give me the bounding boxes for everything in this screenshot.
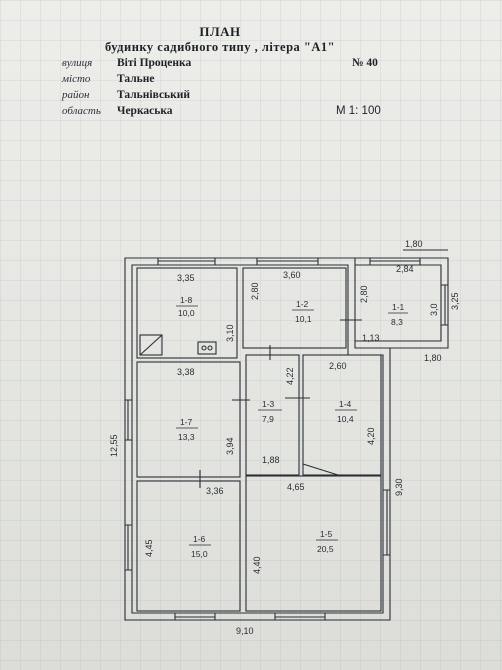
dim-2-80-a: 2,80 <box>250 282 260 300</box>
room-area: 7,9 <box>262 414 274 424</box>
dim-12-55: 12,55 <box>109 434 119 457</box>
city-value: Тальне <box>117 73 155 85</box>
dim-4-22: 4,22 <box>285 367 295 385</box>
region-label: область <box>62 105 101 117</box>
room-label-1-2: 1-2 10,1 <box>292 299 314 324</box>
partition-diagonal <box>302 463 339 476</box>
stove <box>139 334 163 356</box>
sink-drain <box>207 345 213 351</box>
dim-2-84: 2,84 <box>396 264 414 274</box>
dim-2-60: 2,60 <box>329 361 347 371</box>
room-number: 1-3 <box>262 399 275 409</box>
sink <box>197 341 217 355</box>
room-label-1-6: 1-6 15,0 <box>189 534 211 559</box>
dim-3-25: 3,25 <box>450 292 460 310</box>
street-label: вулиця <box>62 57 93 69</box>
room-area: 15,0 <box>191 549 208 559</box>
dim-4-65: 4,65 <box>287 482 305 492</box>
outer-wall-inner <box>131 264 384 614</box>
room-number: 1-7 <box>180 417 193 427</box>
window <box>125 524 132 571</box>
dim-3-10: 3,10 <box>225 324 235 342</box>
window <box>383 489 390 556</box>
room-area: 13,3 <box>178 432 195 442</box>
window <box>125 399 132 441</box>
room-number: 1-1 <box>392 302 405 312</box>
window <box>174 613 216 620</box>
room-label-1-3: 1-3 7,9 <box>258 399 282 424</box>
window <box>441 284 448 326</box>
wall-rect-1-8 <box>136 267 238 359</box>
dim-1-80-right: 1,80 <box>424 353 442 363</box>
dim-2-80-b: 2,80 <box>359 285 369 303</box>
window <box>369 258 421 265</box>
window <box>157 258 216 265</box>
veranda-wall <box>355 257 449 349</box>
room-area: 20,5 <box>317 544 334 554</box>
room-number: 1-8 <box>180 295 193 305</box>
district-label: район <box>62 89 90 101</box>
room-number: 1-4 <box>339 399 352 409</box>
room-label-1-8: 1-8 10,0 <box>176 295 198 318</box>
dim-3-38: 3,38 <box>177 367 195 377</box>
dim-4-20: 4,20 <box>366 427 376 445</box>
room-area: 10,4 <box>337 414 354 424</box>
room-label-1-4: 1-4 10,4 <box>335 399 357 424</box>
house-number: № 40 <box>352 57 378 69</box>
district-value: Тальнівський <box>117 89 191 101</box>
dim-9-30: 9,30 <box>394 478 404 496</box>
region-value: Черкаська <box>117 105 173 117</box>
wall-rect-1-3 <box>245 354 300 476</box>
street-value: Віті Проценка <box>117 57 192 69</box>
wall-rect-1-5 <box>245 475 382 612</box>
room-number: 1-2 <box>296 299 309 309</box>
stove-diagonal <box>139 334 163 356</box>
room-number: 1-6 <box>193 534 206 544</box>
room-number: 1-5 <box>320 529 333 539</box>
dim-3-36: 3,36 <box>206 486 224 496</box>
room-label-1-7: 1-7 13,3 <box>176 417 198 442</box>
dim-3-0: 3,0 <box>429 303 439 316</box>
room-area: 10,1 <box>295 314 312 324</box>
scale-label: М 1: 100 <box>336 105 381 117</box>
room-label-1-5: 1-5 20,5 <box>316 529 338 554</box>
dim-3-35: 3,35 <box>177 273 195 283</box>
plan-subtitle: будинку садибного типу , літера "А1" <box>104 40 336 54</box>
dim-4-40: 4,40 <box>252 556 262 574</box>
veranda-wall-inner <box>355 264 442 342</box>
wall-rect-1-7 <box>136 361 241 478</box>
dim-3-60: 3,60 <box>283 270 301 280</box>
window <box>256 258 319 265</box>
room-area: 8,3 <box>391 317 403 327</box>
wall-rect-1-4 <box>302 354 382 476</box>
wall-rect-1-2 <box>242 267 347 349</box>
dim-9-10: 9,10 <box>236 626 254 636</box>
window <box>274 613 326 620</box>
dim-3-94: 3,94 <box>225 437 235 455</box>
sink-drain <box>201 345 207 351</box>
room-label-1-1: 1-1 8,3 <box>388 302 408 327</box>
dim-1-13: 1,13 <box>362 333 380 343</box>
city-label: місто <box>62 73 91 85</box>
dim-4-45: 4,45 <box>144 539 154 557</box>
wall-rect-1-6 <box>136 480 241 612</box>
room-area: 10,0 <box>178 308 195 318</box>
plan-title: ПЛАН <box>199 24 241 39</box>
dim-1-88: 1,88 <box>262 455 280 465</box>
dim-1-80-top: 1,80 <box>405 239 423 249</box>
